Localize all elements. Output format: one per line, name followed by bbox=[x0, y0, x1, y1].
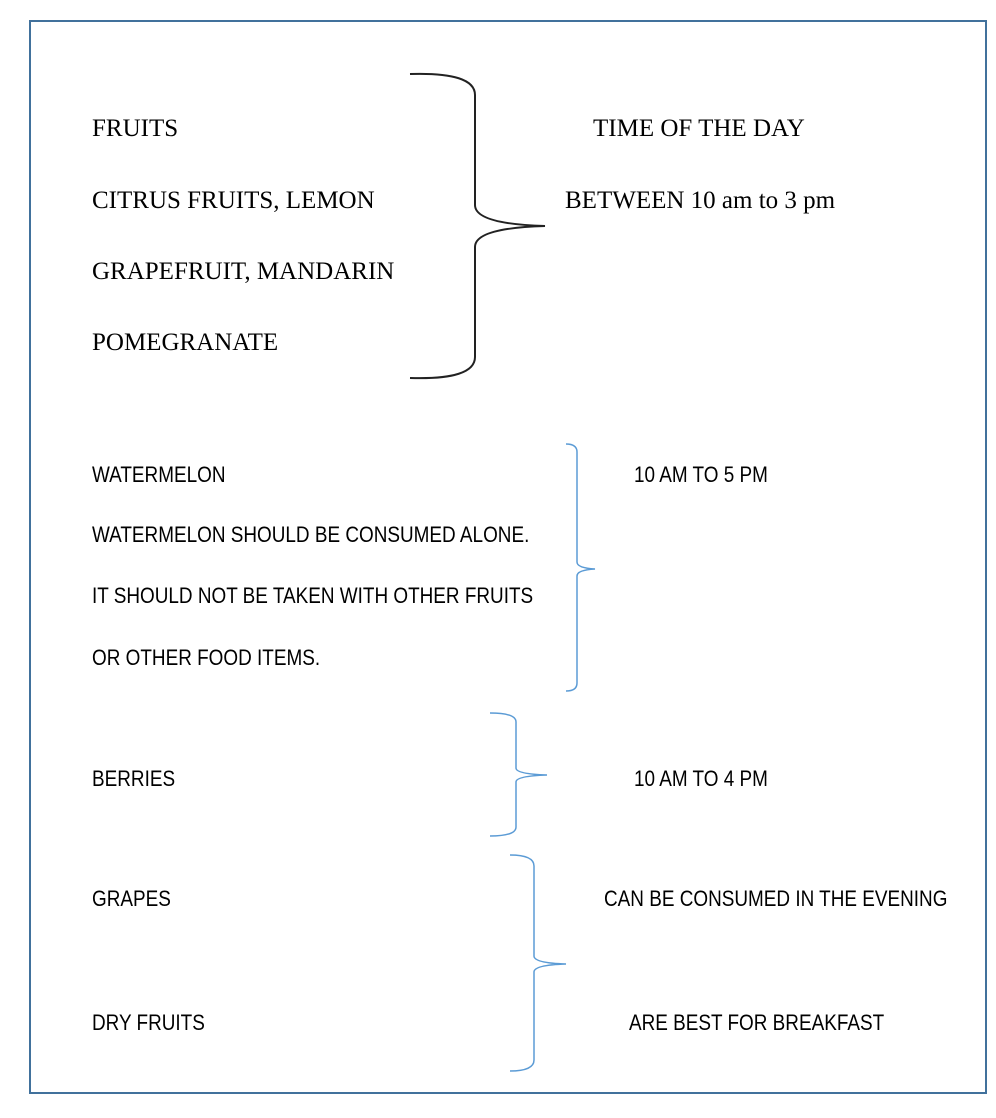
list-item: WATERMELON bbox=[92, 462, 226, 487]
list-item: IT SHOULD NOT BE TAKEN WITH OTHER FRUITS bbox=[92, 583, 534, 608]
time-label: BETWEEN 10 am to 3 pm bbox=[565, 187, 836, 214]
brace-group3 bbox=[489, 712, 548, 837]
list-item: DRY FRUITS bbox=[92, 1010, 205, 1035]
time-label: 10 AM TO 5 PM bbox=[634, 462, 768, 487]
header-fruits: FRUITS bbox=[92, 115, 179, 142]
list-item: GRAPEFRUIT, MANDARIN bbox=[92, 258, 395, 285]
brace-group1 bbox=[409, 72, 546, 380]
list-item: OR OTHER FOOD ITEMS. bbox=[92, 645, 321, 670]
list-item: BERRIES bbox=[92, 766, 176, 791]
header-time-of-day: TIME OF THE DAY bbox=[593, 115, 805, 142]
brace-group4 bbox=[509, 854, 567, 1072]
note-label: ARE BEST FOR BREAKFAST bbox=[629, 1010, 885, 1035]
list-item: GRAPES bbox=[92, 886, 171, 911]
time-label: 10 AM TO 4 PM bbox=[634, 766, 768, 791]
list-item: WATERMELON SHOULD BE CONSUMED ALONE. bbox=[92, 522, 530, 547]
diagram-frame bbox=[29, 20, 987, 1094]
list-item: POMEGRANATE bbox=[92, 329, 279, 356]
list-item: CITRUS FRUITS, LEMON bbox=[92, 187, 375, 214]
brace-group2 bbox=[565, 443, 596, 692]
note-label: CAN BE CONSUMED IN THE EVENING bbox=[604, 886, 948, 911]
